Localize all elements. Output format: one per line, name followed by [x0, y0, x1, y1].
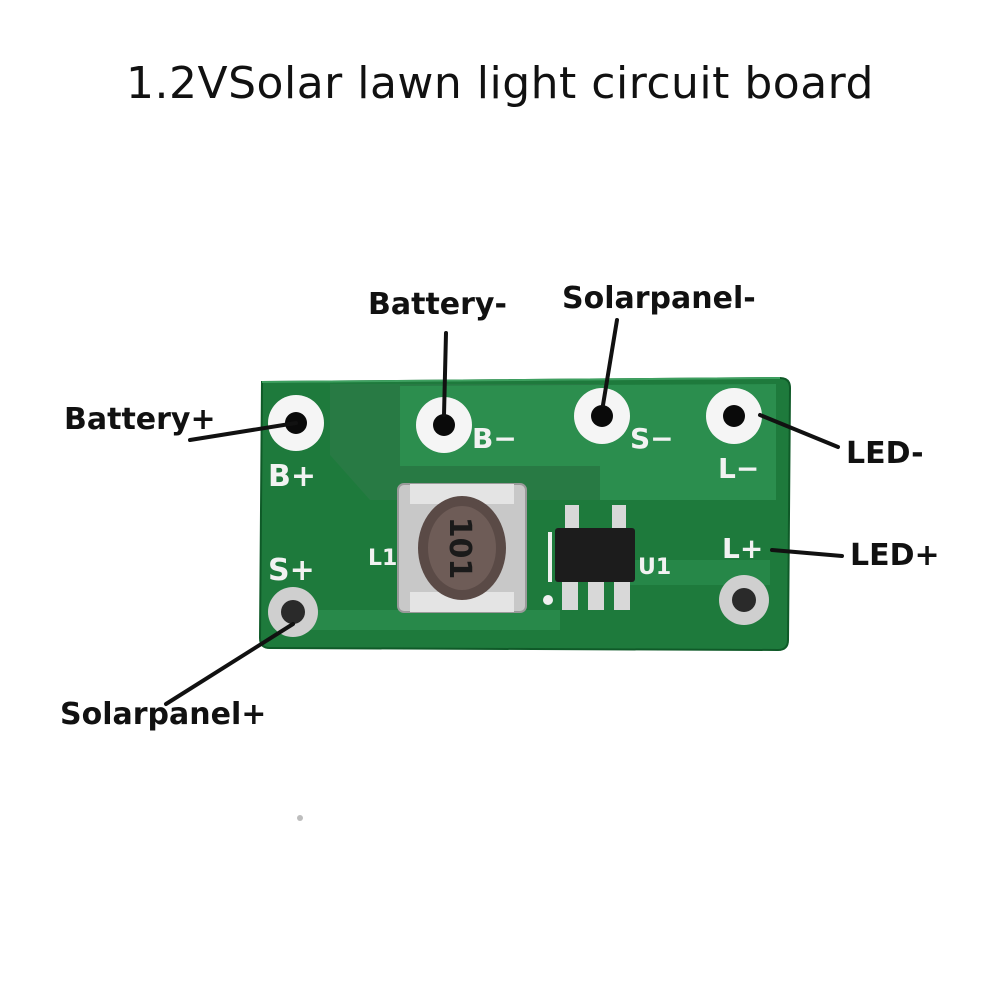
pad-solar-minus: [574, 388, 630, 444]
silk-s-minus: S−: [630, 422, 674, 455]
leader-led-minus: [758, 413, 840, 449]
label-solar-minus: Solarpanel-: [562, 281, 756, 316]
label-battery-minus: Battery-: [368, 287, 507, 322]
silk-l-plus: L+: [722, 532, 763, 565]
inductor-marking: 101: [442, 517, 477, 580]
silk-u1: U1: [638, 555, 671, 580]
ic-u1: [543, 505, 635, 610]
page-title: 1.2VSolar lawn light circuit board: [126, 58, 874, 109]
pad-led-plus: [719, 575, 769, 625]
label-led-plus: LED+: [850, 538, 940, 573]
label-solar-plus: Solarpanel+: [60, 697, 267, 732]
leader-battery-minus: [442, 331, 448, 417]
silk-s-plus: S+: [268, 553, 315, 588]
pad-battery-minus: [416, 397, 472, 453]
label-battery-plus: Battery+: [64, 402, 216, 437]
silk-b-minus: B−: [472, 422, 517, 455]
leader-solar-minus: [601, 318, 619, 407]
inductor-l1: 101: [397, 483, 527, 613]
pad-solar-plus: [268, 587, 318, 637]
leader-lines: [164, 318, 844, 706]
label-led-minus: LED-: [846, 436, 924, 471]
leader-battery-plus: [188, 421, 298, 442]
silk-l1: L1: [368, 546, 397, 571]
silk-l-minus: L−: [718, 452, 759, 485]
pad-led-minus: [706, 388, 762, 444]
leader-led-plus: [770, 548, 844, 558]
silk-b-plus: B+: [268, 459, 316, 494]
leader-solar-plus: [164, 622, 295, 706]
